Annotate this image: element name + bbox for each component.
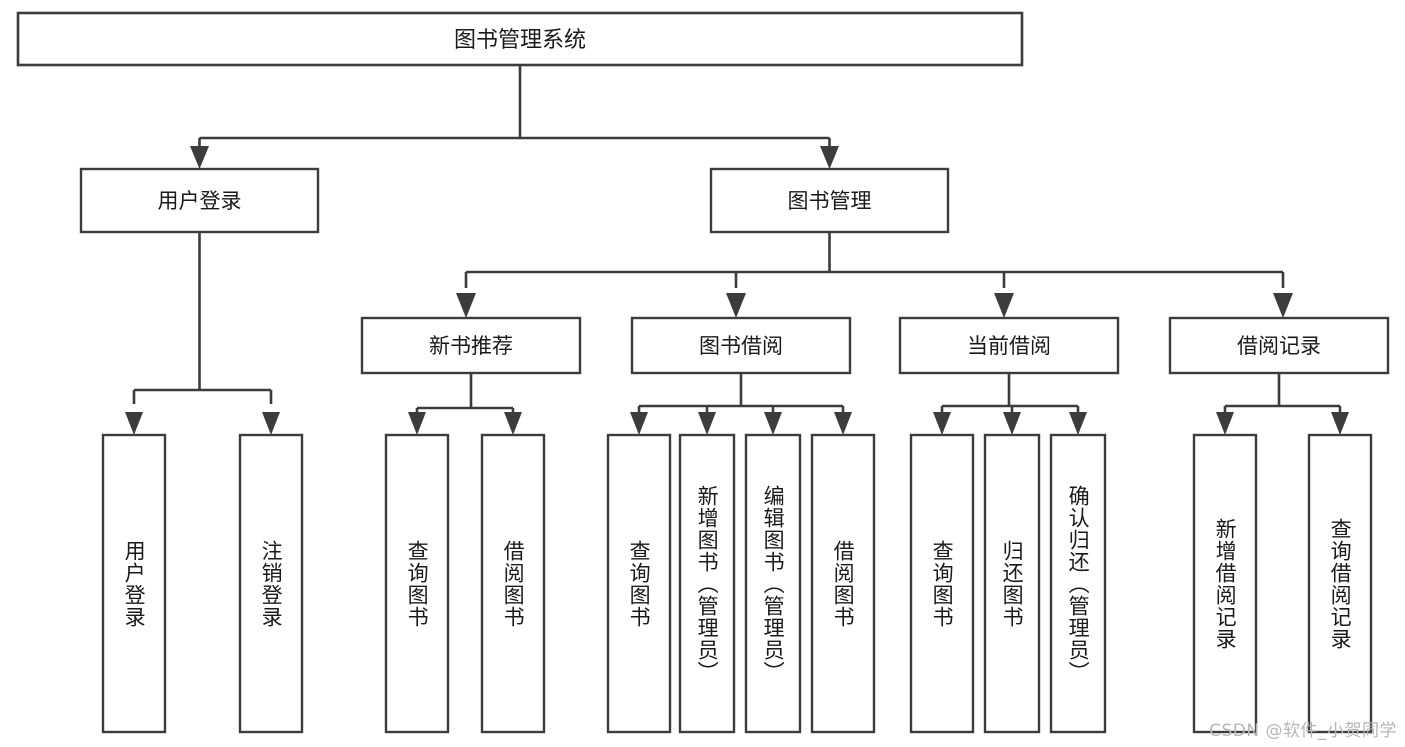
node-user-login[interactable]: 用户登录 [79, 167, 320, 234]
arrow-to-leaf-add-record [1216, 412, 1234, 435]
node-current-borrow-label: 当前借阅 [967, 334, 1051, 358]
node-leaf-borrow-book-1-rect[interactable] [480, 433, 546, 734]
node-new-book-recommend-label: 新书推荐 [429, 334, 513, 358]
arrow-to-leaf-borrow-book-2 [834, 412, 852, 435]
node-leaf-confirm-return-rect[interactable] [1049, 433, 1107, 734]
arrow-to-leaf-user-login [125, 412, 143, 435]
arrow-to-new-book-recommend [456, 293, 476, 318]
arrow-to-current-borrow [994, 293, 1014, 318]
node-leaf-user-login-rect[interactable] [101, 433, 167, 734]
node-book-manage-rect[interactable] [709, 167, 950, 234]
node-book-manage-label: 图书管理 [788, 189, 872, 213]
node-book-borrow-rect[interactable] [630, 316, 852, 375]
arrow-to-borrow-record [1273, 293, 1293, 318]
arrow-to-book-borrow [726, 293, 746, 318]
node-book-borrow-label: 图书借阅 [699, 334, 783, 358]
node-root[interactable]: 图书管理系统 [16, 11, 1024, 67]
node-new-book-recommend[interactable]: 新书推荐 [360, 316, 582, 375]
node-borrow-record[interactable]: 借阅记录 [1168, 316, 1390, 375]
arrow-to-leaf-borrow-book-1 [504, 412, 522, 435]
node-user-login-label: 用户登录 [158, 189, 242, 213]
node-leaf-borrow-book-2-rect[interactable] [810, 433, 876, 734]
node-current-borrow[interactable]: 当前借阅 [898, 316, 1120, 375]
node-leaf-add-record-rect[interactable] [1192, 433, 1258, 734]
arrow-to-book-manage [820, 146, 839, 169]
node-book-borrow[interactable]: 图书借阅 [630, 316, 852, 375]
arrow-to-leaf-query-book-2 [630, 412, 648, 435]
watermark: CSDN @软件_小贺同学 [1209, 721, 1397, 741]
arrow-to-leaf-return-book [1003, 412, 1021, 435]
node-leaf-edit-book-rect[interactable] [744, 433, 802, 734]
arrow-to-leaf-confirm-return [1069, 412, 1087, 435]
node-borrow-record-label: 借阅记录 [1237, 334, 1321, 358]
arrow-to-user-login [190, 146, 209, 169]
node-leaf-query-record-rect[interactable] [1307, 433, 1373, 734]
node-user-login-rect[interactable] [79, 167, 320, 234]
node-leaf-query-book-3-rect[interactable] [909, 433, 975, 734]
node-root-rect[interactable] [16, 11, 1024, 67]
arrow-to-leaf-query-book-1 [408, 412, 426, 435]
node-root-label: 图书管理系统 [454, 28, 586, 53]
node-leaf-user-logout-rect[interactable] [238, 433, 304, 734]
arrow-to-leaf-edit-book [764, 412, 782, 435]
node-leaf-add-book-rect[interactable] [678, 433, 736, 734]
arrow-to-leaf-query-book-3 [933, 412, 951, 435]
node-leaf-return-book-rect[interactable] [983, 433, 1041, 734]
arrow-to-leaf-query-record [1331, 412, 1349, 435]
node-leaf-query-book-2-rect[interactable] [606, 433, 672, 734]
node-book-manage[interactable]: 图书管理 [709, 167, 950, 234]
arrow-to-leaf-user-logout [262, 412, 280, 435]
node-new-book-recommend-rect[interactable] [360, 316, 582, 375]
arrow-to-leaf-add-book [698, 412, 716, 435]
node-leaf-query-book-1-rect[interactable] [384, 433, 450, 734]
leaf-rect-layer [101, 433, 1373, 734]
node-borrow-record-rect[interactable] [1168, 316, 1390, 375]
connector-layer [125, 65, 1349, 435]
node-current-borrow-rect[interactable] [898, 316, 1120, 375]
